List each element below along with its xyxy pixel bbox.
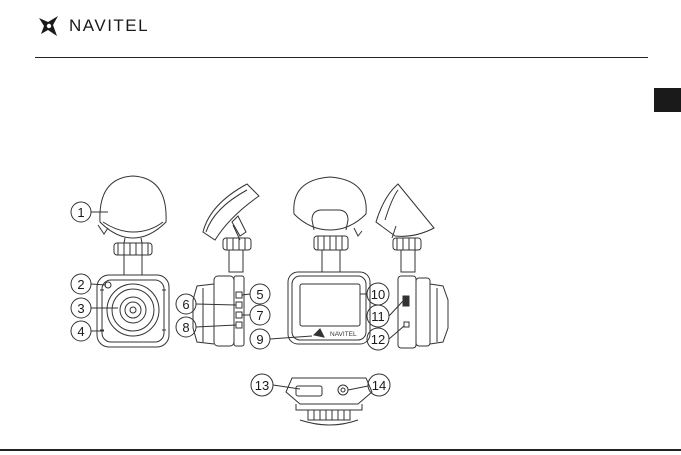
callout-1: 1 bbox=[71, 202, 108, 222]
callout-7: 7 bbox=[242, 305, 270, 325]
callout-8: 8 bbox=[176, 317, 236, 337]
svg-text:12: 12 bbox=[371, 332, 385, 347]
svg-text:2: 2 bbox=[77, 277, 84, 292]
screen-brand: NAVITEL bbox=[330, 331, 357, 338]
svg-text:7: 7 bbox=[256, 308, 263, 323]
svg-text:3: 3 bbox=[77, 301, 84, 316]
svg-text:10: 10 bbox=[371, 287, 385, 302]
svg-text:11: 11 bbox=[371, 309, 385, 324]
callout-13: 13 bbox=[251, 374, 300, 396]
svg-text:1: 1 bbox=[77, 205, 84, 220]
svg-text:9: 9 bbox=[256, 332, 263, 347]
svg-text:4: 4 bbox=[77, 324, 84, 339]
bottom-view bbox=[286, 378, 372, 425]
svg-text:6: 6 bbox=[182, 297, 189, 312]
callout-3: 3 bbox=[71, 298, 118, 318]
callout-2: 2 bbox=[71, 274, 106, 294]
svg-text:13: 13 bbox=[255, 378, 269, 393]
callout-4: 4 bbox=[71, 321, 104, 341]
front-view bbox=[97, 176, 169, 347]
side-view-left bbox=[193, 184, 259, 346]
svg-text:14: 14 bbox=[372, 378, 386, 393]
callout-10: 10 bbox=[360, 283, 389, 305]
svg-text:8: 8 bbox=[182, 320, 189, 335]
rear-view: NAVITEL bbox=[288, 177, 370, 344]
svg-text:5: 5 bbox=[256, 287, 263, 302]
callout-9: 9 bbox=[250, 329, 312, 349]
callout-6: 6 bbox=[176, 294, 236, 314]
callout-5: 5 bbox=[242, 284, 270, 304]
footer-divider bbox=[0, 449, 681, 451]
